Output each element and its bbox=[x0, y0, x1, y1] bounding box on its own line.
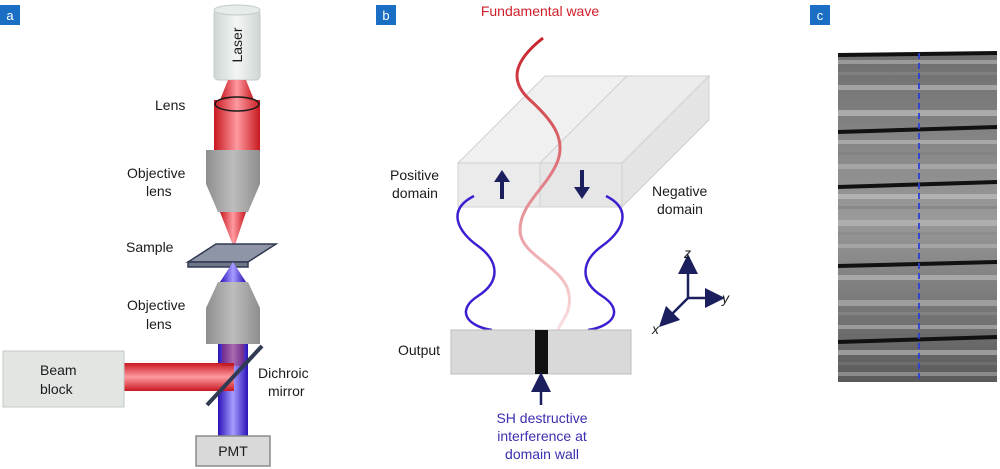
dichroic-mirror bbox=[205, 344, 264, 407]
output-label: Output bbox=[398, 342, 440, 358]
lens-icon bbox=[214, 96, 260, 112]
domain-wall-line-5 bbox=[837, 335, 998, 344]
sh-note-line-1: SH destructive bbox=[496, 410, 587, 426]
objective-top-body bbox=[206, 150, 260, 184]
red-beam-collimated bbox=[214, 100, 260, 150]
sh-note-line-3: domain wall bbox=[505, 446, 579, 462]
blue-diverge-cone bbox=[220, 262, 246, 282]
lens-label: Lens bbox=[155, 97, 185, 113]
domain-wall-line-4 bbox=[837, 260, 998, 268]
beam-block-label-1: Beam bbox=[40, 362, 77, 378]
positive-domain-label-2: domain bbox=[392, 185, 438, 201]
sample-slide bbox=[185, 243, 279, 263]
objective-top bbox=[206, 150, 260, 212]
beam-block-label-2: block bbox=[40, 381, 74, 397]
shg-microscopy-image bbox=[837, 51, 998, 382]
sample-slide-edge bbox=[187, 261, 249, 268]
beam-block bbox=[2, 350, 125, 408]
panel-tag-a-label: a bbox=[6, 8, 14, 23]
laser-cap bbox=[213, 4, 261, 16]
red-residual bbox=[222, 344, 244, 366]
panel-tag-b bbox=[376, 5, 396, 25]
negative-domain-arrow-icon bbox=[574, 170, 590, 199]
red-beam-expand bbox=[220, 80, 254, 100]
dichroic-label-1: Dichroic bbox=[258, 365, 309, 381]
panel-b: b Fundamental wave Positive domain Negat… bbox=[376, 3, 730, 462]
sh-note-line-2: interference at bbox=[497, 428, 587, 444]
positive-domain-label-1: Positive bbox=[390, 167, 439, 183]
panel-c: c bbox=[810, 5, 998, 382]
positive-domain-arrow-icon bbox=[494, 170, 510, 199]
laser-source: Laser bbox=[213, 4, 261, 81]
negative-domain-label-2: domain bbox=[657, 201, 703, 217]
x-axis-arrow bbox=[658, 297, 689, 328]
objective-top-label-2: lens bbox=[146, 183, 172, 199]
fundamental-wave bbox=[515, 36, 571, 331]
panel-tag-c bbox=[810, 5, 830, 25]
domain-wall-line-1 bbox=[837, 51, 998, 57]
fundamental-wave-label: Fundamental wave bbox=[481, 3, 600, 19]
z-axis-label: z bbox=[683, 245, 691, 261]
objective-top-label-1: Objective bbox=[127, 165, 186, 181]
image-background bbox=[838, 53, 997, 382]
y-axis-label: y bbox=[721, 290, 730, 306]
panel-tag-b-label: b bbox=[382, 8, 389, 23]
objective-bottom-body bbox=[206, 308, 260, 344]
domain-wall-line-2 bbox=[837, 125, 998, 134]
sample-label: Sample bbox=[126, 239, 174, 255]
panel-a: a Laser Lens Objective lens Sample bbox=[0, 4, 309, 467]
x-axis-label: x bbox=[651, 321, 660, 337]
sh-wave-right bbox=[584, 194, 624, 332]
domain-wall-line-3 bbox=[837, 180, 998, 189]
sh-wave-left bbox=[456, 194, 496, 332]
objective-bottom bbox=[206, 282, 260, 344]
laser-label: Laser bbox=[229, 27, 245, 62]
panel-tag-c-label: c bbox=[817, 8, 824, 23]
pmt-box bbox=[195, 435, 271, 467]
objective-top-nose bbox=[206, 184, 260, 212]
red-focus-cone bbox=[220, 212, 246, 248]
panel-tag-a bbox=[0, 5, 20, 25]
negative-domain-label-1: Negative bbox=[652, 183, 707, 199]
pmt-label: PMT bbox=[218, 443, 248, 459]
objective-bottom-label-2: lens bbox=[146, 316, 172, 332]
dichroic-label-2: mirror bbox=[268, 383, 305, 399]
positive-domain-front bbox=[457, 162, 541, 208]
objective-bottom-label-1: Objective bbox=[127, 297, 186, 313]
domain-wall-dark-band bbox=[535, 330, 548, 374]
coordinate-axes: z y x bbox=[651, 245, 730, 337]
red-beam-to-block bbox=[124, 363, 234, 391]
image-texture bbox=[838, 60, 997, 376]
objective-bottom-nose bbox=[206, 282, 260, 308]
